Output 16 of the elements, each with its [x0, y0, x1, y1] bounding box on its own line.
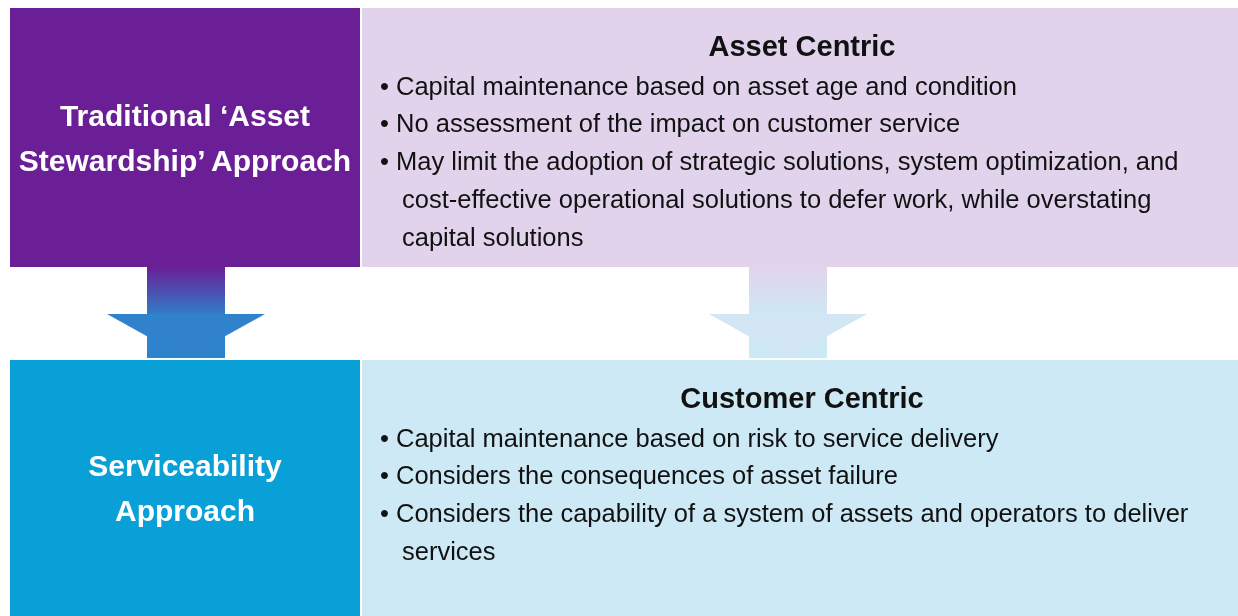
panel [10, 360, 360, 616]
panel [10, 8, 360, 267]
panel-heading: Customer Centric [679, 381, 925, 416]
bullet-item: • No assessment of the impact on customer service [380, 108, 962, 140]
bullet-item: • Considers the capability of a system of assets and operators to deliver services [380, 498, 1190, 567]
panel [362, 360, 1238, 616]
bullet-item: • May limit the adoption of strategic solutions, system optimization, and cost-effective operational solutions to defer work, while overstating capital solutions [380, 146, 1180, 253]
panel-heading: Asset Centric [707, 29, 897, 64]
bullet-item: • Capital maintenance based on asset age and condition [380, 70, 1018, 102]
approach-label: Traditional ‘Asset Stewardship’ Approach [17, 97, 353, 179]
block-arrow [709, 267, 867, 358]
panel [362, 8, 1238, 267]
bullet-item: • Considers the consequences of asset failure [380, 460, 899, 492]
block-arrow [107, 267, 265, 358]
approach-label: Serviceability Approach [87, 448, 283, 529]
bullet-item: • Capital maintenance based on risk to service delivery [380, 422, 1000, 454]
